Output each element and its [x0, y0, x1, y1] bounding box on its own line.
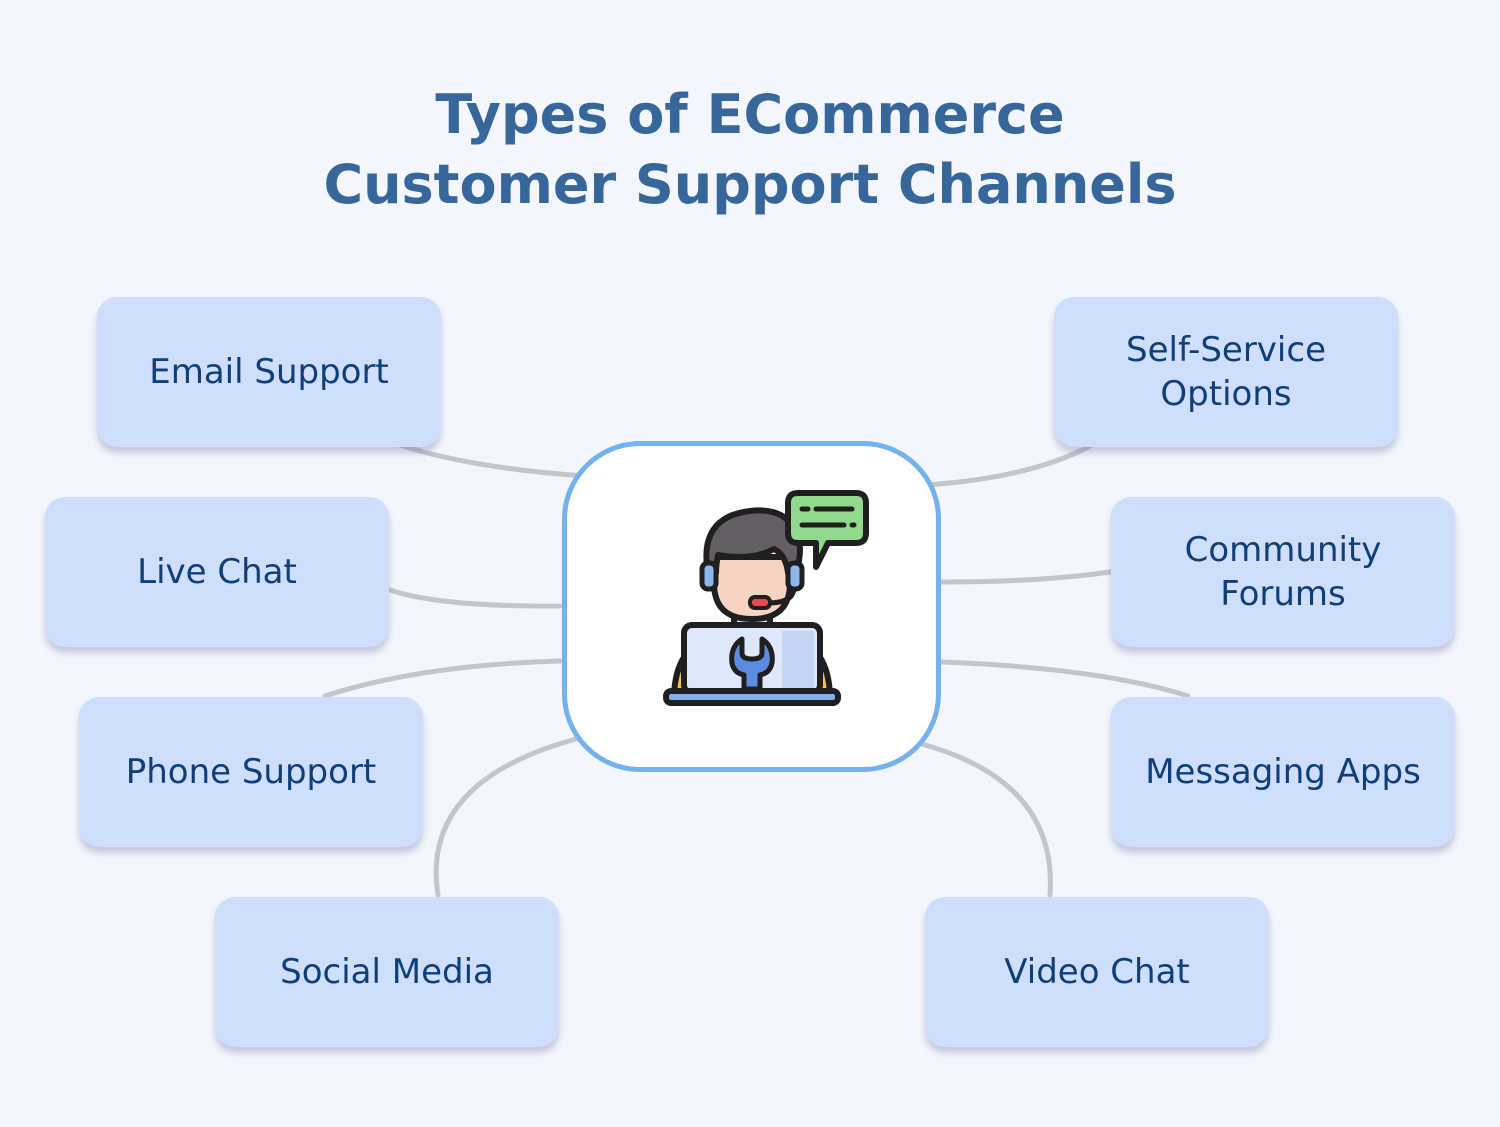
channel-live-chat: Live Chat	[45, 497, 389, 647]
channel-email-support: Email Support	[97, 297, 441, 447]
channel-phone-support: Phone Support	[79, 697, 423, 847]
channel-label: Phone Support	[125, 752, 377, 792]
center-hub	[562, 441, 941, 772]
channel-label: Video Chat	[1004, 952, 1190, 992]
connector-email	[397, 442, 588, 479]
channel-label: Self-Service Options	[1126, 330, 1326, 414]
channel-label: Email Support	[149, 352, 389, 392]
connector-video	[915, 740, 1053, 898]
channel-community-forums: Community Forums	[1111, 497, 1455, 647]
channel-video-chat: Video Chat	[925, 897, 1269, 1047]
connector-messaging	[939, 659, 1191, 699]
channel-label: Community Forums	[1184, 530, 1382, 614]
title-line-1: Types of ECommerce	[435, 83, 1065, 146]
channel-messaging-apps: Messaging Apps	[1111, 697, 1455, 847]
channel-label: Live Chat	[137, 552, 297, 592]
page-title: Types of ECommerce Customer Support Chan…	[0, 80, 1500, 220]
connector-community	[939, 569, 1113, 585]
connector-self-service	[922, 443, 1093, 488]
connector-live-chat	[387, 587, 563, 609]
connector-phone	[322, 658, 563, 699]
channel-label: Messaging Apps	[1145, 752, 1421, 792]
connector-social	[433, 735, 583, 898]
channel-label: Social Media	[280, 952, 494, 992]
channel-social-media: Social Media	[215, 897, 559, 1047]
customer-support-agent-icon	[662, 489, 869, 706]
channel-self-service-options: Self-Service Options	[1054, 297, 1398, 447]
title-line-2: Customer Support Channels	[323, 153, 1177, 216]
